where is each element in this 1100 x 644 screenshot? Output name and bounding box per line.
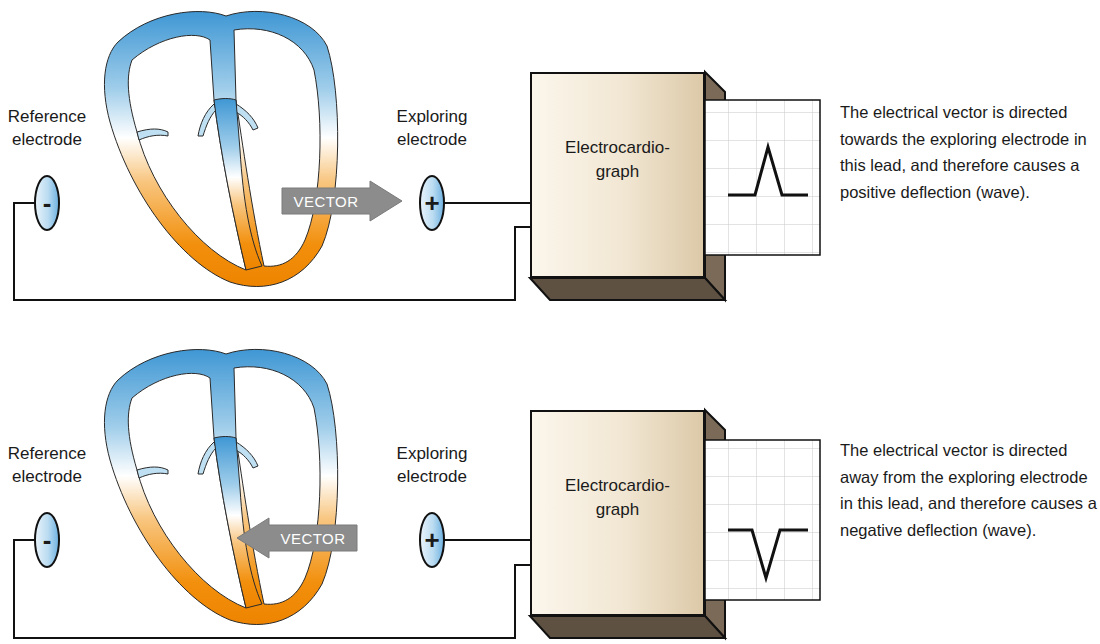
polarity-sign: + <box>419 512 445 568</box>
polarity-sign: - <box>34 512 60 568</box>
electrocardiograph-box: Electrocardio- graph <box>530 410 705 616</box>
device-label: Electrocardio- graph <box>556 474 680 522</box>
box-bottom <box>530 278 725 300</box>
electrode-label: Exploring electrode <box>380 105 484 151</box>
positive-wave <box>728 147 808 195</box>
lead-wire <box>444 539 530 541</box>
ecg-paper <box>705 440 820 600</box>
box-bottom <box>530 616 725 638</box>
description-text: The electrical vector is directed toward… <box>840 99 1098 205</box>
heart-illustration <box>104 349 337 624</box>
electrode-label: Reference electrode <box>0 105 99 151</box>
vector-label: VECTOR <box>282 181 370 221</box>
electrocardiograph-box: Electrocardio- graph <box>530 72 705 278</box>
lead-wire <box>14 540 530 638</box>
negative-wave <box>728 530 808 578</box>
electrode: Reference electrode- <box>34 175 60 231</box>
vector-arrow: VECTOR <box>282 181 402 221</box>
vector-label: VECTOR <box>269 518 357 558</box>
lead-wire <box>14 203 530 300</box>
electrode-label: Exploring electrode <box>380 442 484 488</box>
electrode: Exploring electrode+ <box>419 512 445 568</box>
electrode-label: Reference electrode <box>0 442 99 488</box>
device-label: Electrocardio- graph <box>556 136 680 184</box>
polarity-sign: + <box>419 175 445 231</box>
polarity-sign: - <box>34 175 60 231</box>
electrode: Reference electrode- <box>34 512 60 568</box>
electrode: Exploring electrode+ <box>419 175 445 231</box>
lead-wire <box>444 202 530 204</box>
vector-arrow: VECTOR <box>237 518 357 558</box>
heart-illustration <box>104 11 337 286</box>
description-text: The electrical vector is directed away f… <box>840 437 1098 543</box>
ecg-paper <box>705 100 820 255</box>
